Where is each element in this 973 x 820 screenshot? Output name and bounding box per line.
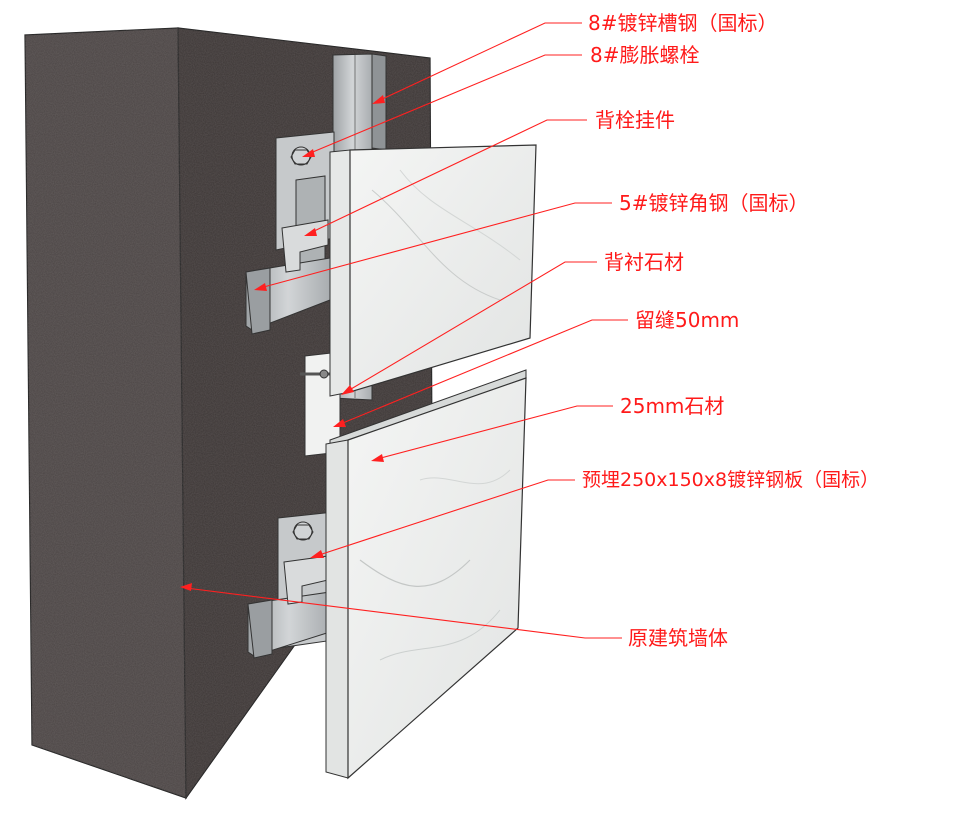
label-back-bolt-hanger: 背栓挂件 xyxy=(595,108,675,132)
label-stone-25mm: 25mm石材 xyxy=(620,394,725,418)
label-angle-steel: 5#镀锌角钢（国标） xyxy=(619,191,809,215)
label-joint-gap: 留缝50mm xyxy=(635,308,740,332)
label-embedded-plate: 预埋250x150x8镀锌钢板（国标） xyxy=(582,469,880,491)
leader-lines xyxy=(180,22,628,639)
label-original-wall: 原建筑墙体 xyxy=(628,626,728,650)
original-wall xyxy=(24,27,433,800)
lower-bracket xyxy=(247,511,335,659)
lower-stone-panel xyxy=(325,369,527,780)
label-channel-steel: 8#镀锌槽钢（国标） xyxy=(588,11,778,35)
hanger-upper xyxy=(281,219,329,273)
label-backing-stone: 背衬石材 xyxy=(604,250,684,274)
label-expansion-bolt: 8#膨胀螺栓 xyxy=(590,43,700,67)
upper-stone-panel xyxy=(329,144,537,397)
